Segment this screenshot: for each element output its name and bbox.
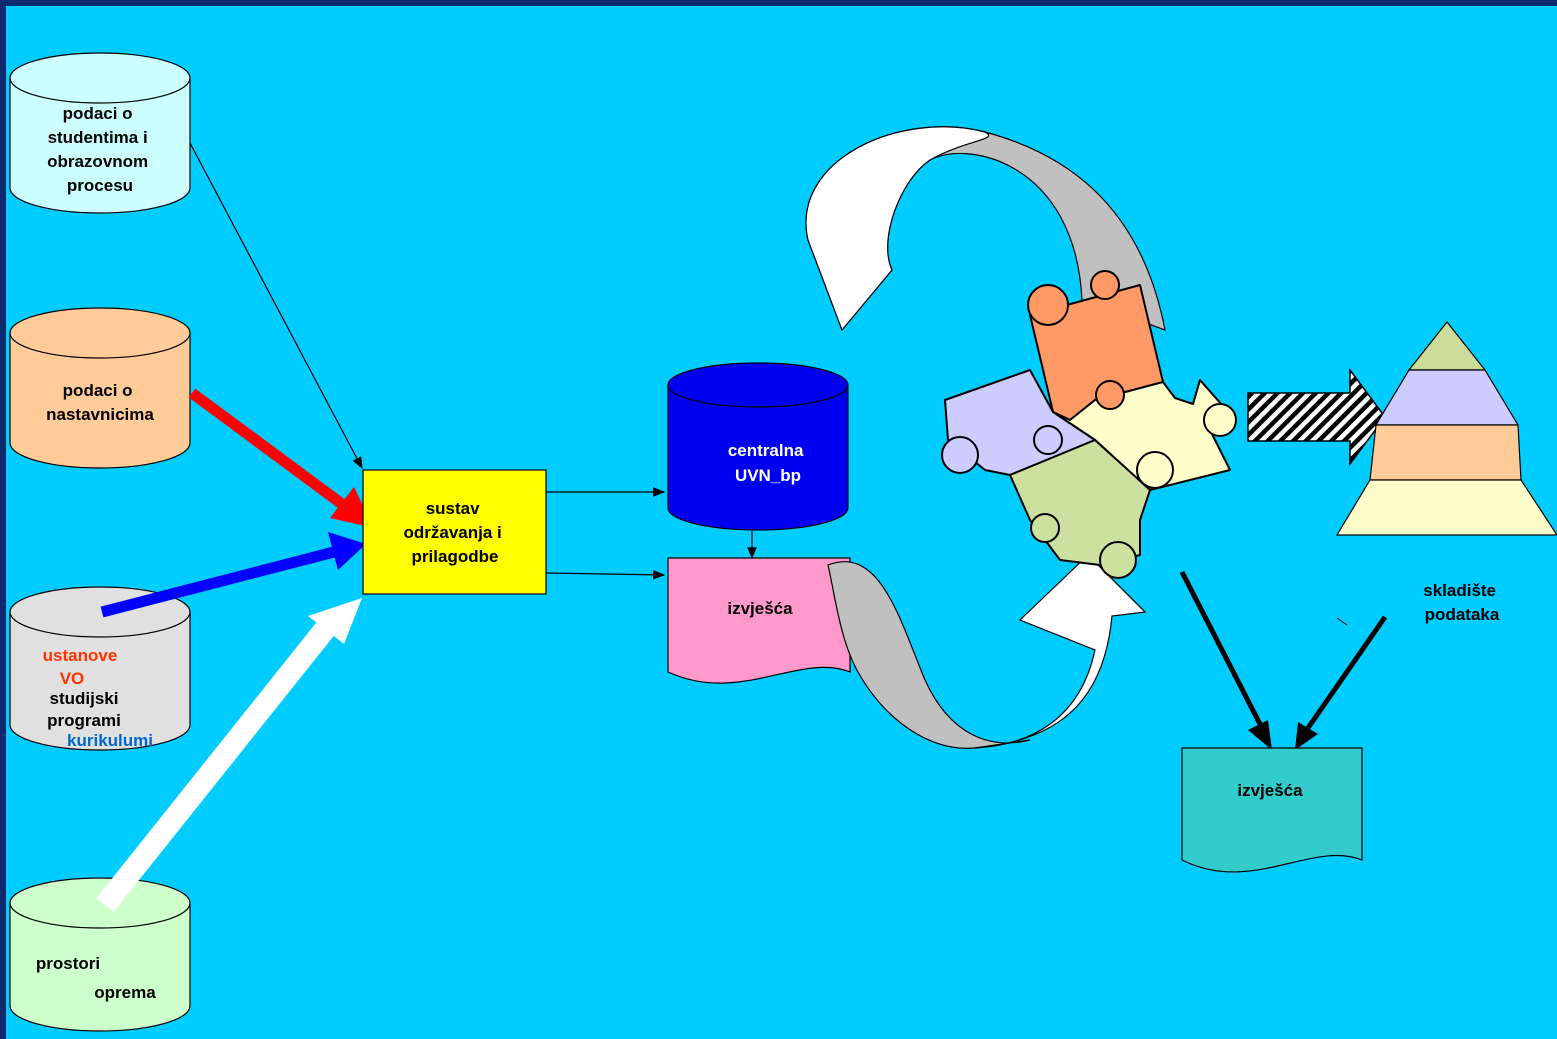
arrow-process-to-report [545,570,666,580]
report-document-2: izvješća [1181,747,1363,873]
arrow-puzzle-to-report [1179,570,1272,750]
arrow-spaces-to-process [96,598,362,912]
db-students-label: podaci o studentima i obrazovnom procesu [47,104,153,195]
pyramid-icon [1335,321,1557,536]
institutions-label-3: studijski [50,689,119,708]
central-db: centralna UVN_bp [667,362,849,531]
institutions-label-5: kurikulumi [67,731,153,750]
striped-arrow-icon [1247,367,1386,467]
curved-arrow-bottom [827,554,1147,749]
process-box: sustav održavanja i prilagodbe [362,469,547,595]
report-document-1: izvješća [667,557,851,684]
db-teachers-label: podaci o nastavnicima [46,381,154,424]
arrow-institutions-to-process [100,532,366,618]
db-institutions: ustanove VO studijski programi kurikulum… [9,586,191,751]
small-tick [1336,617,1348,626]
institutions-label-2: VO [60,669,85,688]
institutions-label-4: programi [47,711,121,730]
db-students: podaci o studentima i obrazovnom procesu [9,52,191,214]
db-spaces: prostori oprema [9,877,191,1032]
arrow-warehouse-to-report [1295,615,1388,750]
central-db-label: centralna UVN_bp [728,441,808,485]
db-spaces-label-1: prostori [36,954,100,973]
puzzle-icon [941,270,1237,579]
db-teachers: podaci o nastavnicima [9,307,191,469]
arrow-students-to-process [189,142,363,470]
report-1-label: izvješća [727,599,793,618]
warehouse-label: skladište podataka [1423,581,1501,624]
institutions-label-1: ustanove [43,646,118,665]
curved-arrow-top [805,126,1166,332]
report-2-label: izvješća [1237,781,1303,800]
process-box-label: sustav održavanja i prilagodbe [404,499,507,566]
db-spaces-label-2: oprema [94,983,156,1002]
